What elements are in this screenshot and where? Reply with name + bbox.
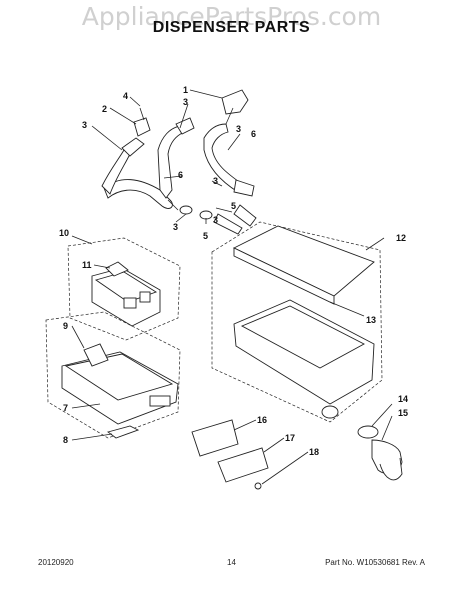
callout-17: 17 <box>285 433 295 443</box>
callout-8: 8 <box>63 435 68 445</box>
callout-labels: 1 2 3 3 3 3 3 3 4 5 5 6 6 7 8 9 10 11 12… <box>59 85 408 457</box>
callout-2: 2 <box>102 104 107 114</box>
dispenser-drawer-group <box>45 311 181 439</box>
callout-9: 9 <box>63 321 68 331</box>
callout-18: 18 <box>309 447 319 457</box>
callout-16: 16 <box>257 415 267 425</box>
callout-1: 1 <box>183 85 188 95</box>
callout-5b: 5 <box>203 231 208 241</box>
watermark: AppliancePartsPros.com <box>81 2 382 31</box>
callout-3a: 3 <box>183 97 188 107</box>
footer-part-number: Part No. W10530681 Rev. A <box>325 558 425 567</box>
footer-page-number: 14 <box>227 558 236 567</box>
callout-3f: 3 <box>213 215 218 225</box>
outlet-hose <box>357 425 403 481</box>
callout-6a: 6 <box>251 129 256 139</box>
dispenser-housing-group <box>211 221 383 423</box>
page-title: DISPENSER PARTS <box>152 19 311 36</box>
callout-6b: 6 <box>178 170 183 180</box>
actuator-parts <box>191 419 269 490</box>
callout-11: 11 <box>82 260 92 270</box>
callout-4: 4 <box>123 91 128 101</box>
callout-10: 10 <box>59 228 69 238</box>
callout-3b: 3 <box>82 120 87 130</box>
drawer-insert-group <box>67 237 181 341</box>
leader-lines <box>71 89 393 485</box>
callout-3e: 3 <box>173 222 178 232</box>
callout-12: 12 <box>396 233 406 243</box>
footer-date: 20120920 <box>38 558 74 567</box>
callout-3c: 3 <box>236 124 241 134</box>
callout-5a: 5 <box>231 201 236 211</box>
callout-7: 7 <box>63 403 68 413</box>
callout-13: 13 <box>366 315 376 325</box>
callout-14: 14 <box>398 394 408 404</box>
callout-15: 15 <box>398 408 408 418</box>
hose-assembly-middle <box>157 117 213 220</box>
hose-assembly-left <box>101 107 173 209</box>
hose-assembly-right <box>203 89 257 235</box>
callout-3d: 3 <box>213 176 218 186</box>
